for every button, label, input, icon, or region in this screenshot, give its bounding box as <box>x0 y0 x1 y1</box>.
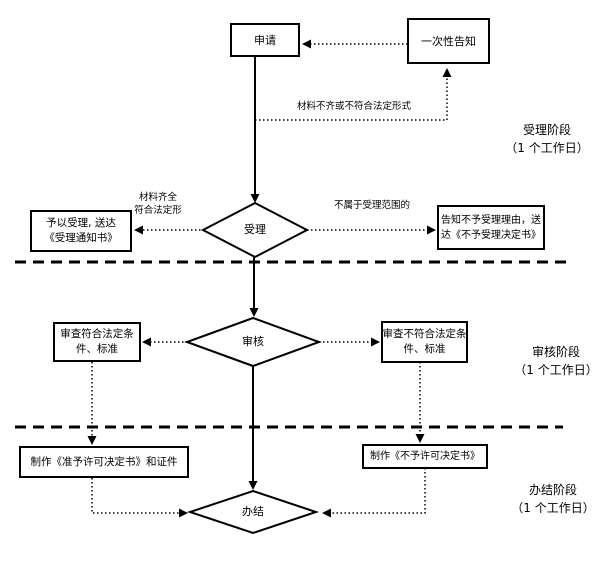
edge-accept-to-reject-notice <box>307 225 436 235</box>
stage-label-finish: 办结阶段 （1 个工作日） <box>501 481 605 517</box>
edge-review-to-finish <box>248 366 258 490</box>
edge-review-to-fail <box>319 337 380 347</box>
stage-review-name: 审核阶段 <box>531 345 580 359</box>
edge-notice-to-apply <box>302 39 407 49</box>
reject-notice-line1: 告知不予受理理由，送 <box>441 214 541 226</box>
stage-label-accept: 受理阶段 （1 个工作日） <box>495 121 599 157</box>
edge-incomplete-to-notice <box>255 68 452 121</box>
review-diamond-label: 审核 <box>242 335 264 348</box>
review-fail-line2: 件、标准 <box>403 343 446 355</box>
edge-label-complete-line2: 符合法定形 <box>134 205 182 216</box>
reject-notice-box: 告知不予受理理由，送 达《不予受理决定书》 <box>437 205 545 250</box>
edge-label-incomplete: 材料不齐或不符合法定形式 <box>296 101 411 112</box>
finish-diamond <box>186 489 320 535</box>
review-diamond <box>184 316 322 368</box>
edge-accept-to-grant <box>134 225 203 235</box>
grant-accept-line1: 予以受理, 送达 <box>46 217 116 229</box>
grant-accept-line2: 《受理通知书》 <box>44 232 118 244</box>
grant-accept-box: 予以受理, 送达 《受理通知书》 <box>30 210 132 252</box>
edge-accept-to-review <box>249 257 259 317</box>
apply-box: 申请 <box>230 23 300 57</box>
review-fail-line1: 审查不符合法定条 <box>382 328 467 340</box>
edge-apply-to-accept <box>250 57 260 203</box>
stage-label-review: 审核阶段 （1 个工作日） <box>504 343 605 379</box>
review-pass-line2: 件、标准 <box>76 343 118 355</box>
stage-finish-name: 办结阶段 <box>528 483 577 497</box>
edge-label-complete-line1: 材料齐全 <box>138 192 177 203</box>
stage-finish-duration: （1 个工作日） <box>511 501 595 515</box>
one-time-notice-label: 一次性告知 <box>421 34 476 48</box>
edge-label-complete: 材料齐全 符合法定形 <box>126 191 190 217</box>
reject-notice-line2: 达《不予受理决定书》 <box>441 229 541 241</box>
finish-diamond-label: 办结 <box>242 505 264 518</box>
stage-accept-duration: （1 个工作日） <box>505 141 589 155</box>
stage-review-duration: （1 个工作日） <box>514 363 598 377</box>
apply-label: 申请 <box>254 33 276 47</box>
accept-diamond <box>200 201 310 259</box>
edge-make-reject-to-finish <box>322 468 426 518</box>
accept-diamond-label: 受理 <box>244 223 266 236</box>
one-time-notice-box: 一次性告知 <box>407 18 490 64</box>
edge-fail-to-make-reject <box>415 362 425 443</box>
edge-label-not-in-scope: 不属于受理范围的 <box>333 200 410 211</box>
stage-accept-name: 受理阶段 <box>522 123 571 137</box>
review-pass-line1: 审查符合法定条 <box>60 328 134 340</box>
edge-make-grant-to-finish <box>91 478 188 518</box>
review-fail-box: 审查不符合法定条 件、标准 <box>381 321 468 363</box>
make-grant-label: 制作《准予许可决定书》和证件 <box>30 455 178 468</box>
make-reject-box: 制作《不予许可决定书》 <box>362 444 488 469</box>
edge-pass-to-make-grant <box>87 362 97 445</box>
edge-review-to-pass <box>142 337 187 347</box>
make-grant-box: 制作《准予许可决定书》和证件 <box>19 446 189 478</box>
make-reject-label: 制作《不予许可决定书》 <box>370 451 480 462</box>
review-pass-box: 审查符合法定条 件、标准 <box>53 322 141 362</box>
